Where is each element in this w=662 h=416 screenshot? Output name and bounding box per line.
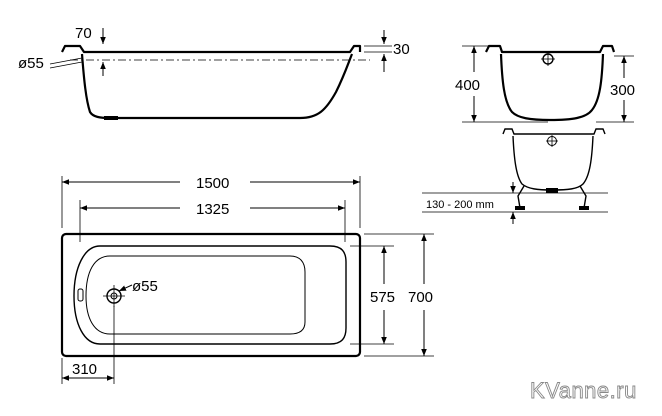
side-view-foot bbox=[104, 116, 118, 120]
installed-rim bbox=[502, 128, 606, 135]
plan-view: 1500 1325 ø55 575 700 bbox=[60, 175, 434, 384]
dim-side-drain: ø55 bbox=[18, 55, 44, 72]
side-view: 70 ø55 30 bbox=[18, 25, 410, 120]
end-view-body bbox=[499, 53, 605, 122]
plan-overflow-icon bbox=[77, 288, 84, 302]
dim-end-total-height: 400 bbox=[455, 77, 480, 94]
dim-total-width: 700 bbox=[408, 289, 433, 306]
watermark-logo: KVanne.ru bbox=[530, 378, 637, 403]
installed-body bbox=[512, 135, 594, 191]
end-view-rim bbox=[485, 44, 616, 54]
plan-basin-floor bbox=[85, 255, 306, 335]
dim-inner-length: 1325 bbox=[196, 201, 229, 218]
side-view-body bbox=[80, 53, 354, 120]
leg-right-foot bbox=[579, 206, 589, 210]
dim-drain-offset: 310 bbox=[72, 361, 97, 378]
side-view-rim bbox=[61, 44, 362, 54]
dim-end-inner-height: 300 bbox=[610, 82, 635, 99]
dim-side-rim-depth: 70 bbox=[75, 25, 92, 42]
dim-side-right-height: 30 bbox=[393, 41, 410, 58]
dim-total-length: 1500 bbox=[196, 175, 229, 192]
dim-plan-drain: ø55 bbox=[132, 278, 158, 295]
leg-right bbox=[579, 185, 587, 209]
plan-outer-rim bbox=[60, 232, 362, 358]
end-view-installed: 130 - 200 mm bbox=[422, 128, 608, 224]
leg-left bbox=[517, 185, 525, 209]
end-view: 400 300 bbox=[455, 44, 635, 123]
leader-line bbox=[49, 61, 83, 69]
leader-line bbox=[49, 57, 83, 65]
dim-inner-width: 575 bbox=[370, 289, 395, 306]
dim-floor-clearance: 130 - 200 mm bbox=[426, 199, 494, 211]
installed-outlet bbox=[546, 188, 558, 193]
leader-line bbox=[118, 284, 133, 292]
leg-left-foot bbox=[515, 206, 525, 210]
plan-inner-basin bbox=[73, 245, 347, 345]
